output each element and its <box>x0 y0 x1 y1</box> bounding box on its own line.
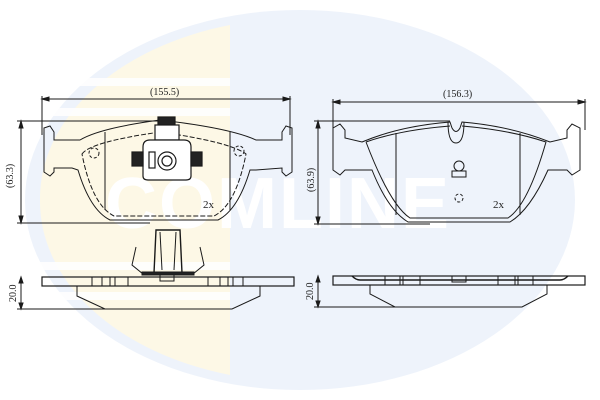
side-view-right-pad <box>314 274 586 309</box>
wear-sensor-connector <box>131 116 203 181</box>
side-view-left-pad <box>17 229 295 311</box>
thickness-dimension-right: 20.0 <box>305 283 316 301</box>
front-view-left-pad <box>17 96 293 225</box>
height-dimension-left: (63.3) <box>5 164 16 188</box>
quantity-label-right: 2x <box>493 199 505 211</box>
quantity-label-left: 2x <box>203 199 215 211</box>
width-dimension-right: (156.3) <box>443 89 472 100</box>
front-view-right-pad <box>314 99 587 226</box>
width-dimension-left: (155.5) <box>150 87 179 98</box>
thickness-dimension-left: 20.0 <box>8 285 19 303</box>
height-dimension-right: (63.9) <box>306 168 317 192</box>
